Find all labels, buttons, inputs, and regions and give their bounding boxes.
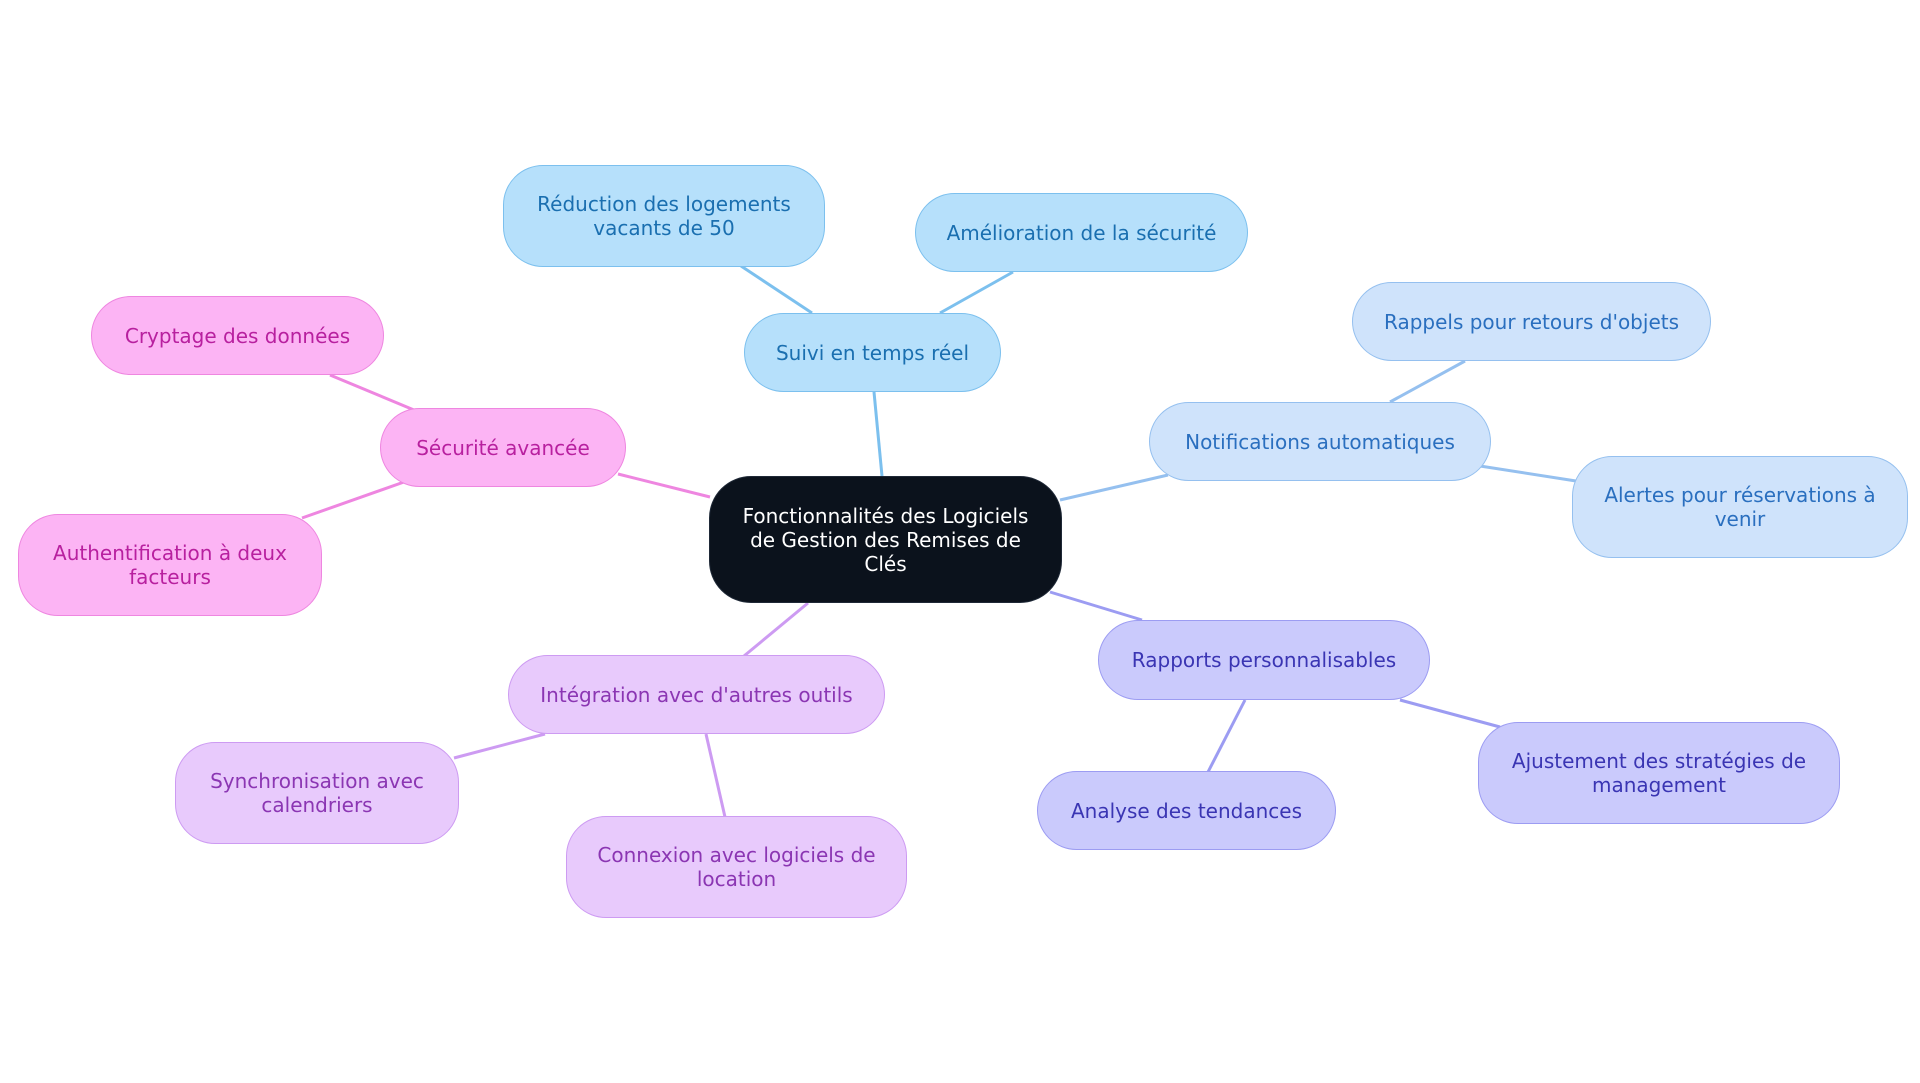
root-node-label: Fonctionnalités des Logiciels de Gestion… (742, 503, 1029, 576)
connector-root-rapports (1049, 590, 1143, 622)
node-rappels-retours-objets[interactable]: Rappels pour retours d'objets (1352, 282, 1711, 361)
connector-suivi-reduction (740, 264, 813, 315)
node-synchronisation-calendriers-label: Synchronisation avec calendriers (210, 769, 424, 817)
connector-rapports-analyse (1206, 699, 1247, 773)
connector-integration-synchronisation (453, 732, 546, 760)
node-cryptage-donnees-label: Cryptage des données (124, 323, 351, 348)
node-notifications-automatiques[interactable]: Notifications automatiques (1149, 402, 1491, 481)
node-securite-avancee-label: Sécurité avancée (416, 435, 590, 460)
node-amelioration-securite[interactable]: Amélioration de la sécurité (915, 193, 1248, 272)
connector-root-notifications (1059, 473, 1169, 502)
node-alertes-reservations-label: Alertes pour réservations à venir (1604, 483, 1876, 531)
node-connexion-logiciels-location-label: Connexion avec logiciels de location (597, 843, 876, 891)
connector-securite-authentification (301, 480, 405, 520)
node-notifications-automatiques-label: Notifications automatiques (1185, 429, 1455, 454)
node-integration-autres-outils[interactable]: Intégration avec d'autres outils (508, 655, 885, 734)
node-reduction-logements-vacants-label: Réduction des logements vacants de 50 (537, 192, 791, 240)
node-synchronisation-calendriers[interactable]: Synchronisation avec calendriers (175, 742, 459, 844)
node-suivi-en-temps-reel[interactable]: Suivi en temps réel (744, 313, 1001, 392)
node-rapports-personnalisables-label: Rapports personnalisables (1131, 648, 1397, 672)
node-amelioration-securite-label: Amélioration de la sécurité (946, 220, 1217, 245)
node-cryptage-donnees[interactable]: Cryptage des données (91, 296, 384, 375)
node-suivi-en-temps-reel-label: Suivi en temps réel (775, 340, 970, 365)
connector-notifications-rappels (1389, 359, 1466, 404)
node-connexion-logiciels-location[interactable]: Connexion avec logiciels de location (566, 816, 907, 918)
connector-suivi-amelioration (939, 270, 1014, 315)
node-reduction-logements-vacants[interactable]: Réduction des logements vacants de 50 (503, 165, 825, 267)
node-authentification-deux-facteurs[interactable]: Authentification à deux facteurs (18, 514, 322, 616)
connector-securite-cryptage (329, 373, 415, 412)
node-rapports-personnalisables[interactable]: Rapports personnalisables (1098, 620, 1430, 700)
connector-root-securite (617, 472, 711, 499)
connector-root-integration (743, 601, 809, 658)
node-integration-autres-outils-label: Intégration avec d'autres outils (540, 682, 853, 707)
connector-notifications-alertes (1479, 464, 1577, 483)
node-securite-avancee[interactable]: Sécurité avancée (380, 408, 626, 487)
root-node[interactable]: Fonctionnalités des Logiciels de Gestion… (709, 476, 1062, 603)
node-alertes-reservations[interactable]: Alertes pour réservations à venir (1572, 456, 1908, 558)
node-ajustement-strategies-label: Ajustement des stratégies de management (1511, 749, 1807, 797)
node-rappels-retours-objets-label: Rappels pour retours d'objets (1383, 309, 1680, 334)
node-analyse-tendances[interactable]: Analyse des tendances (1037, 771, 1336, 850)
node-ajustement-strategies[interactable]: Ajustement des stratégies de management (1478, 722, 1840, 824)
node-analyse-tendances-label: Analyse des tendances (1070, 798, 1303, 823)
connector-rapports-ajustement (1399, 698, 1501, 729)
connector-integration-connexion (704, 733, 727, 818)
node-authentification-deux-facteurs-label: Authentification à deux facteurs (53, 541, 287, 589)
connector-root-suivi (872, 391, 884, 477)
